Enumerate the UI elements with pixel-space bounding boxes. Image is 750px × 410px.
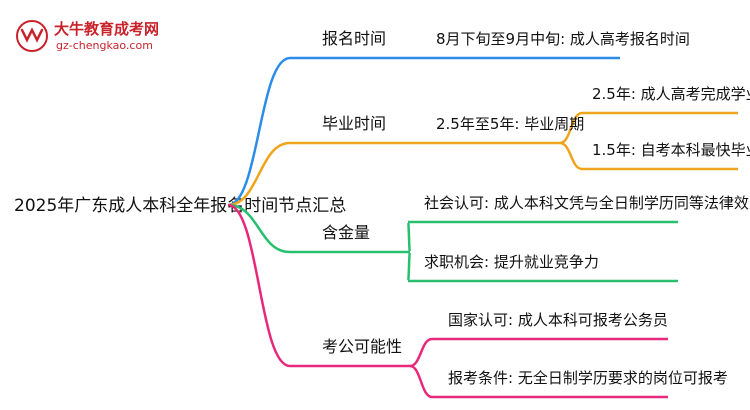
- subtopic-connector: [406, 220, 412, 254]
- branch-connector: [227, 56, 291, 207]
- leaf-connector: [559, 141, 583, 171]
- logo-title: 大牛教育成考网: [54, 20, 159, 38]
- branch-topic: 含金量: [322, 223, 370, 242]
- subtopic: 8月下旬至9月中旬: 成人高考报名时间: [436, 30, 690, 48]
- logo-url: gz-chengkao.com: [56, 39, 153, 52]
- connector-lines: [227, 56, 738, 399]
- logo-emblem-icon: [16, 20, 48, 52]
- subtopic: 国家认可: 成人本科可报考公务员: [448, 311, 668, 329]
- subtopic: 社会认可: 成人本科文凭与全日制学历同等法律效力: [424, 194, 750, 212]
- root-topic: 2025年广东成人本科全年报名时间节点汇总: [14, 196, 346, 216]
- branch-topic: 报名时间: [322, 29, 386, 48]
- branch-topic: 考公可能性: [322, 337, 402, 356]
- subtopic-connector: [406, 250, 412, 283]
- leaf-topic: 1.5年: 自考本科最快毕业时间: [592, 141, 750, 159]
- site-logo: 大牛教育成考网 gz-chengkao.com: [16, 20, 159, 52]
- leaf-connector: [559, 111, 583, 145]
- subtopic-connector: [409, 337, 433, 368]
- subtopic: 求职机会: 提升就业竞争力: [424, 253, 599, 271]
- logo-ox-icon: [20, 27, 44, 43]
- leaf-topic: 2.5年: 成人高考完成学业: [592, 85, 750, 103]
- subtopic: 2.5年至5年: 毕业周期: [436, 115, 584, 133]
- branch-connector: [227, 203, 291, 254]
- branch-connector: [227, 203, 291, 368]
- subtopic: 报考条件: 无全日制学历要求的岗位可报考: [448, 369, 728, 387]
- subtopic-connector: [409, 364, 433, 399]
- branch-topic: 毕业时间: [322, 114, 386, 133]
- branch-connector: [227, 141, 291, 207]
